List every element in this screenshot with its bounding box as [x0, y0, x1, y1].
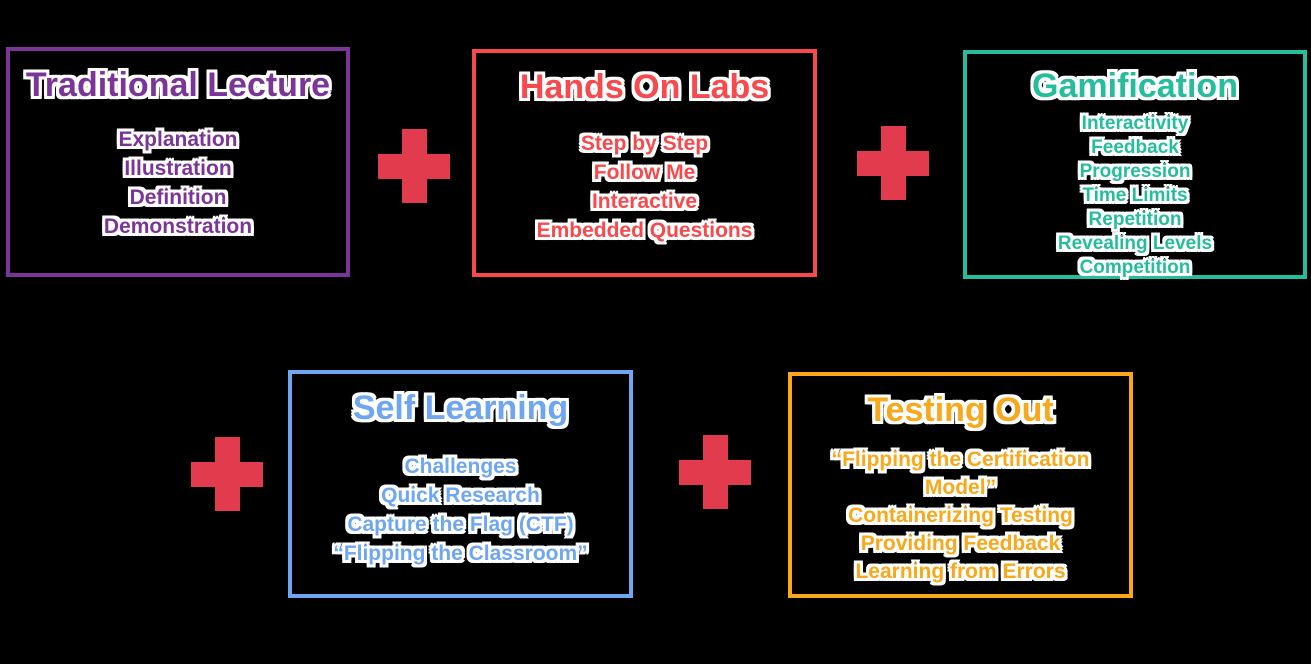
box-item: Competition [1079, 257, 1191, 278]
box-items-gamification: Interactivity Feedback Progression Time … [967, 112, 1303, 280]
box-item: Definition [129, 186, 227, 209]
box-gamification: Gamification Interactivity Feedback Prog… [963, 50, 1307, 279]
box-testing-out: Testing Out “Flipping the Certification … [788, 372, 1133, 598]
box-traditional-lecture: Traditional Lecture Explanation Illustra… [6, 47, 350, 277]
box-item: Follow Me [593, 161, 696, 184]
box-item: Illustration [124, 157, 232, 180]
box-item: Repetition [1088, 209, 1182, 230]
box-items-testing-out: “Flipping the Certification Model” Conta… [792, 446, 1129, 586]
box-item: Interactive [591, 190, 698, 213]
box-item: Learning from Errors [855, 560, 1066, 583]
box-item: Embedded Questions [536, 219, 753, 242]
box-self-learning: Self Learning Challenges Quick Research … [288, 370, 633, 598]
box-item: “Flipping the Certification Model” [831, 448, 1090, 499]
box-item: Progression [1079, 161, 1191, 182]
box-item: Revealing Levels [1057, 233, 1213, 254]
box-item: Step by Step [580, 132, 709, 155]
box-item: Time Limits [1082, 185, 1188, 206]
plus-icon [679, 435, 751, 509]
box-item: Demonstration [103, 215, 253, 238]
box-title-traditional-lecture: Traditional Lecture [25, 66, 331, 104]
box-item: Containerizing Testing [848, 504, 1073, 527]
box-items-self-learning: Challenges Quick Research Capture the Fl… [292, 452, 629, 568]
box-item: Interactivity [1081, 113, 1189, 134]
plus-icon [191, 437, 263, 511]
box-item: Providing Feedback [860, 532, 1061, 555]
box-item: Feedback [1091, 137, 1179, 158]
plus-icon [378, 129, 450, 203]
box-item: Quick Research [381, 484, 540, 507]
box-item: Challenges [404, 455, 517, 478]
box-title-hands-on-labs: Hands On Labs [519, 68, 770, 106]
box-title-gamification: Gamification [1032, 67, 1238, 105]
box-items-hands-on-labs: Step by Step Follow Me Interactive Embed… [476, 129, 813, 245]
box-title-testing-out: Testing Out [867, 391, 1054, 429]
box-item: “Flipping the Classroom” [333, 542, 588, 565]
box-item: Capture the Flag (CTF) [347, 513, 574, 536]
plus-icon [857, 126, 929, 200]
box-title-self-learning: Self Learning [352, 389, 569, 427]
box-hands-on-labs: Hands On Labs Step by Step Follow Me Int… [472, 49, 817, 277]
box-items-traditional-lecture: Explanation Illustration Definition Demo… [10, 125, 346, 241]
box-item: Explanation [118, 128, 238, 151]
